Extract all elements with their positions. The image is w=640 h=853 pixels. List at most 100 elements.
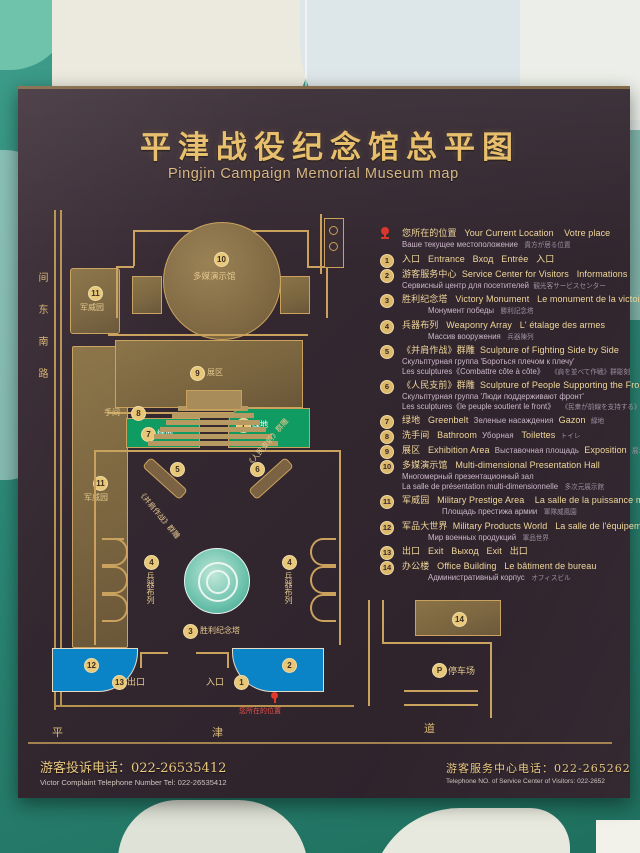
map-marker-13: 13 bbox=[112, 675, 127, 690]
map-weapon-bay bbox=[102, 566, 128, 594]
page-title-en: Pingjin Campaign Memorial Museum map bbox=[168, 166, 459, 182]
legend-ru: Скульптурная группа 'Люди поддерживают ф… bbox=[402, 392, 584, 401]
legend-badge-6: 6 bbox=[380, 380, 394, 394]
legend-ru: Многомерный презентационный зал bbox=[402, 472, 534, 481]
map-marker-4a: 4 bbox=[144, 555, 159, 570]
map-area-dome bbox=[163, 222, 281, 340]
legend-row-13: 13 出口 Exit Выход Exit 出口 bbox=[378, 546, 636, 560]
legend-ru: Выход bbox=[451, 546, 479, 556]
legend-ja: 入口 bbox=[536, 254, 555, 265]
map-label-greenbelt-left: 绿地 bbox=[157, 428, 173, 439]
legend-row-7: 7 绿地 Greenbelt Зеленые насаждения Gazon … bbox=[378, 415, 636, 429]
legend-ru: Вход bbox=[472, 253, 494, 264]
legend-badge-12: 12 bbox=[380, 520, 394, 535]
legend-fr: Informations bbox=[576, 268, 628, 279]
map-area-wing-right bbox=[280, 276, 310, 314]
map-steps bbox=[172, 413, 254, 418]
map-gate-outline bbox=[227, 652, 229, 668]
legend-en: Weaponry Array bbox=[446, 319, 512, 330]
footer-service-phone: 游客服务中心电话：022-265262 Telephone NO. of Ser… bbox=[446, 760, 631, 785]
legend-row-5: 5 《并肩作战》群雕 Sculpture of Fighting Side by… bbox=[378, 345, 636, 377]
map-label-entrance: 入口 bbox=[206, 678, 225, 688]
map-weapon-bay bbox=[310, 566, 336, 594]
legend-en: Exit bbox=[428, 546, 444, 556]
legend-ru: Ваше текущее местоположение bbox=[402, 240, 518, 249]
map-marker-8: 8 bbox=[131, 406, 146, 421]
legend-ru: Скульптурная группа 'Бороться плечом к п… bbox=[402, 357, 575, 366]
legend-fr: La salle de l'équipement militaire bbox=[555, 520, 640, 531]
legend-fr: Exit bbox=[486, 546, 502, 556]
map-outline bbox=[133, 230, 135, 266]
legend-badge-11: 11 bbox=[380, 495, 394, 509]
legend-ru: Уборная bbox=[482, 431, 514, 440]
map-marker-14: 14 bbox=[452, 612, 467, 627]
legend-ru: Выставочная площадь bbox=[494, 446, 580, 455]
legend-row-1: 1 入口 Entrance Вход Entrée 入口 bbox=[378, 253, 636, 268]
legend-fr: Toilettes bbox=[521, 430, 556, 440]
map-label-prestige-top: 军威园 bbox=[80, 303, 104, 312]
map-steps bbox=[148, 441, 278, 446]
legend-ja: 緑地 bbox=[590, 417, 605, 425]
legend-cn: 洗手间 bbox=[402, 431, 430, 441]
legend-en: Entrance bbox=[428, 253, 465, 264]
map-label-monument: 胜利纪念塔 bbox=[200, 626, 240, 635]
legend-row-3: 3 胜利纪念塔 Victory Monument Le monument de … bbox=[378, 294, 640, 317]
legend-ja: 貴方が居る位置 bbox=[524, 241, 571, 249]
legend-badge-14: 14 bbox=[380, 561, 394, 575]
legend-fr: Le monument de la victoire bbox=[537, 294, 640, 304]
map-weapon-bay bbox=[310, 538, 336, 566]
legend-ru: Мир военных продукций bbox=[428, 532, 517, 542]
legend-cn: 游客服务中心 bbox=[402, 269, 457, 280]
legend-ru: Сервисный центр для посетителей bbox=[402, 280, 529, 290]
map-plaza-outline bbox=[339, 450, 341, 645]
legend-en: Sculpture of Fighting Side by Side bbox=[480, 345, 619, 355]
map-plaza-outline bbox=[94, 450, 96, 645]
map-weapon-bay bbox=[310, 594, 336, 622]
legend-en: Sculpture of People Supporting the Front bbox=[480, 380, 640, 390]
footer-divider bbox=[28, 742, 612, 744]
legend-badge-5: 5 bbox=[380, 345, 394, 359]
legend-ja: 多次元展示館 bbox=[564, 482, 605, 491]
legend-ja: 展示区域 bbox=[632, 447, 640, 455]
legend-fr: Le bâtiment de bureau bbox=[504, 561, 597, 571]
legend-ja: 兵器陳列 bbox=[507, 332, 534, 341]
map-room-dot bbox=[329, 226, 338, 235]
legend-cn: 《并肩作战》群雕 bbox=[402, 346, 475, 356]
map-label-bathroom: 手间 bbox=[104, 408, 120, 417]
map-outline bbox=[108, 334, 308, 336]
legend-ru: Площадь престижа армии bbox=[442, 507, 538, 516]
legend-badge-2: 2 bbox=[380, 268, 394, 283]
legend-fr: Votre place bbox=[564, 228, 611, 238]
map-outline bbox=[490, 642, 492, 718]
map-marker-1: 1 bbox=[234, 675, 249, 690]
legend-fr: Exposition bbox=[584, 445, 627, 455]
footer-complaint-en: Victor Complaint Telephone Number Tel: 0… bbox=[40, 778, 227, 787]
map-plaza-top bbox=[186, 390, 242, 410]
map-label-prestige-main: 军威园 bbox=[84, 493, 108, 502]
legend-cn: 您所在的位置 bbox=[402, 229, 457, 239]
legend-cn: 绿地 bbox=[402, 416, 421, 426]
map-label-dome: 多媒演示馆 bbox=[193, 272, 236, 282]
legend-badge-7: 7 bbox=[380, 415, 394, 429]
map-pin-icon bbox=[381, 227, 389, 239]
legend-ja: 《肩を並べて作戦》群彫刻 bbox=[551, 367, 630, 376]
legend-ja: 勝利記念塔 bbox=[500, 307, 534, 315]
legend-fr: Les sculptures《le peuple soutient le fro… bbox=[402, 401, 555, 411]
map-parking-stall bbox=[404, 690, 478, 692]
legend-ja: トイレ bbox=[560, 432, 581, 440]
legend-fr: Les sculptures《Combattre côte à côte》 bbox=[402, 366, 545, 376]
legend-badge-3: 3 bbox=[380, 294, 394, 308]
map-outline bbox=[307, 266, 327, 268]
map-plaza-outline bbox=[94, 450, 340, 452]
legend-cn: 胜利纪念塔 bbox=[402, 295, 448, 305]
map-marker-5: 5 bbox=[170, 462, 185, 477]
road-label-bottom-1: 平 bbox=[52, 726, 63, 739]
legend-ja: 軍品世界 bbox=[522, 533, 549, 542]
road-label-bottom-2: 津 bbox=[212, 726, 223, 739]
map-marker-4b: 4 bbox=[282, 555, 297, 570]
map-label-weapon-left: 兵器布列 bbox=[146, 572, 155, 604]
legend-ja: 《民衆が前線を支持する》群彫刻 bbox=[561, 402, 640, 411]
legend-en: Victory Monument bbox=[455, 294, 530, 304]
map-area-prestige-top bbox=[70, 268, 120, 334]
